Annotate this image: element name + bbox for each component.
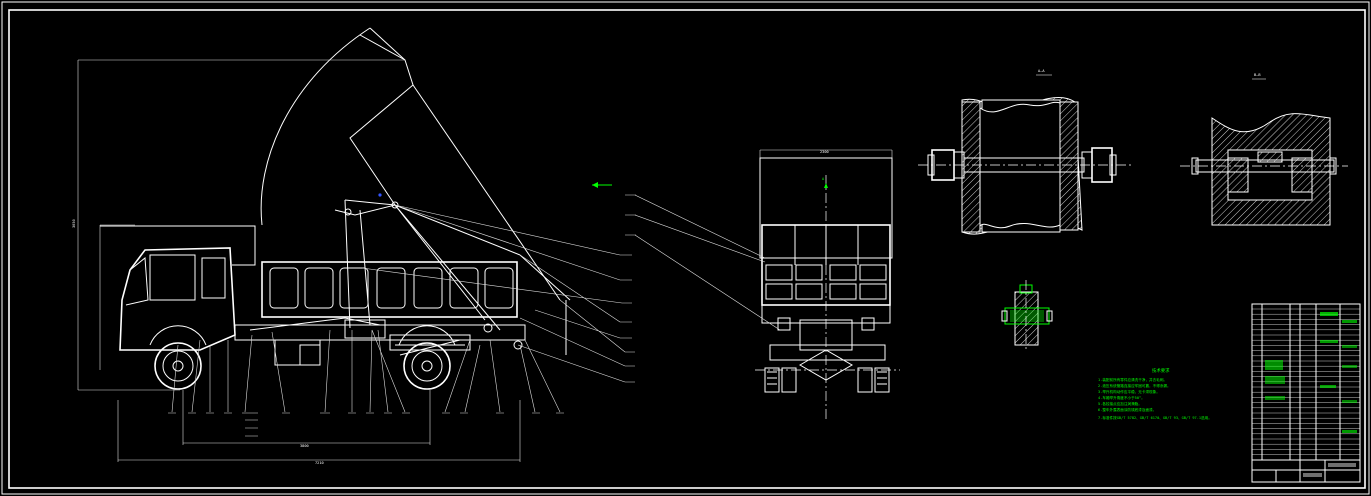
tech-req-5: 5.各铰接点应加注润滑脂。	[1098, 401, 1142, 406]
tech-req-7: 7.标准件按GB/T 5782、GB/T 6170、GB/T 93、GB/T 9…	[1098, 415, 1212, 420]
tech-req-6: 6.整车外露表面涂防锈底漆及面漆。	[1098, 407, 1156, 412]
tech-req-3: 3.举升机构动作应平稳，无卡滞现象。	[1098, 389, 1160, 394]
section-mark-b: B—B	[1254, 73, 1261, 77]
tech-req-1: 1.装配前所有零件应清洗干净，并去毛刺。	[1098, 377, 1167, 382]
pin-detail	[1001, 280, 1053, 352]
section-a-a: A—A	[918, 69, 1132, 235]
section-mark-a: A—A	[1038, 69, 1045, 73]
inner-frame	[8, 9, 1366, 489]
tech-req-4: 4.车厢举升角度不小于50°。	[1098, 395, 1145, 400]
marker-dot	[378, 193, 382, 197]
side-view: 3050 3800 7210	[72, 27, 635, 465]
tech-requirements-title: 技术要求	[1152, 367, 1170, 374]
rear-view: A 2300	[592, 149, 900, 420]
svg-text:2300: 2300	[820, 150, 829, 154]
svg-text:3800: 3800	[300, 444, 309, 448]
tech-req-2: 2.液压系统管路连接应牢固可靠，不得渗漏。	[1098, 383, 1171, 388]
view-arrow-label: A	[822, 177, 825, 181]
tech-requirements: 技术要求 1.装配前所有零件应清洗干净，并去毛刺。 2.液压系统管路连接应牢固可…	[1098, 367, 1212, 420]
svg-text:7210: 7210	[315, 461, 324, 465]
svg-text:3050: 3050	[72, 219, 76, 228]
parts-list-title-block	[1251, 303, 1361, 483]
section-b-b: B—B	[1180, 73, 1348, 226]
